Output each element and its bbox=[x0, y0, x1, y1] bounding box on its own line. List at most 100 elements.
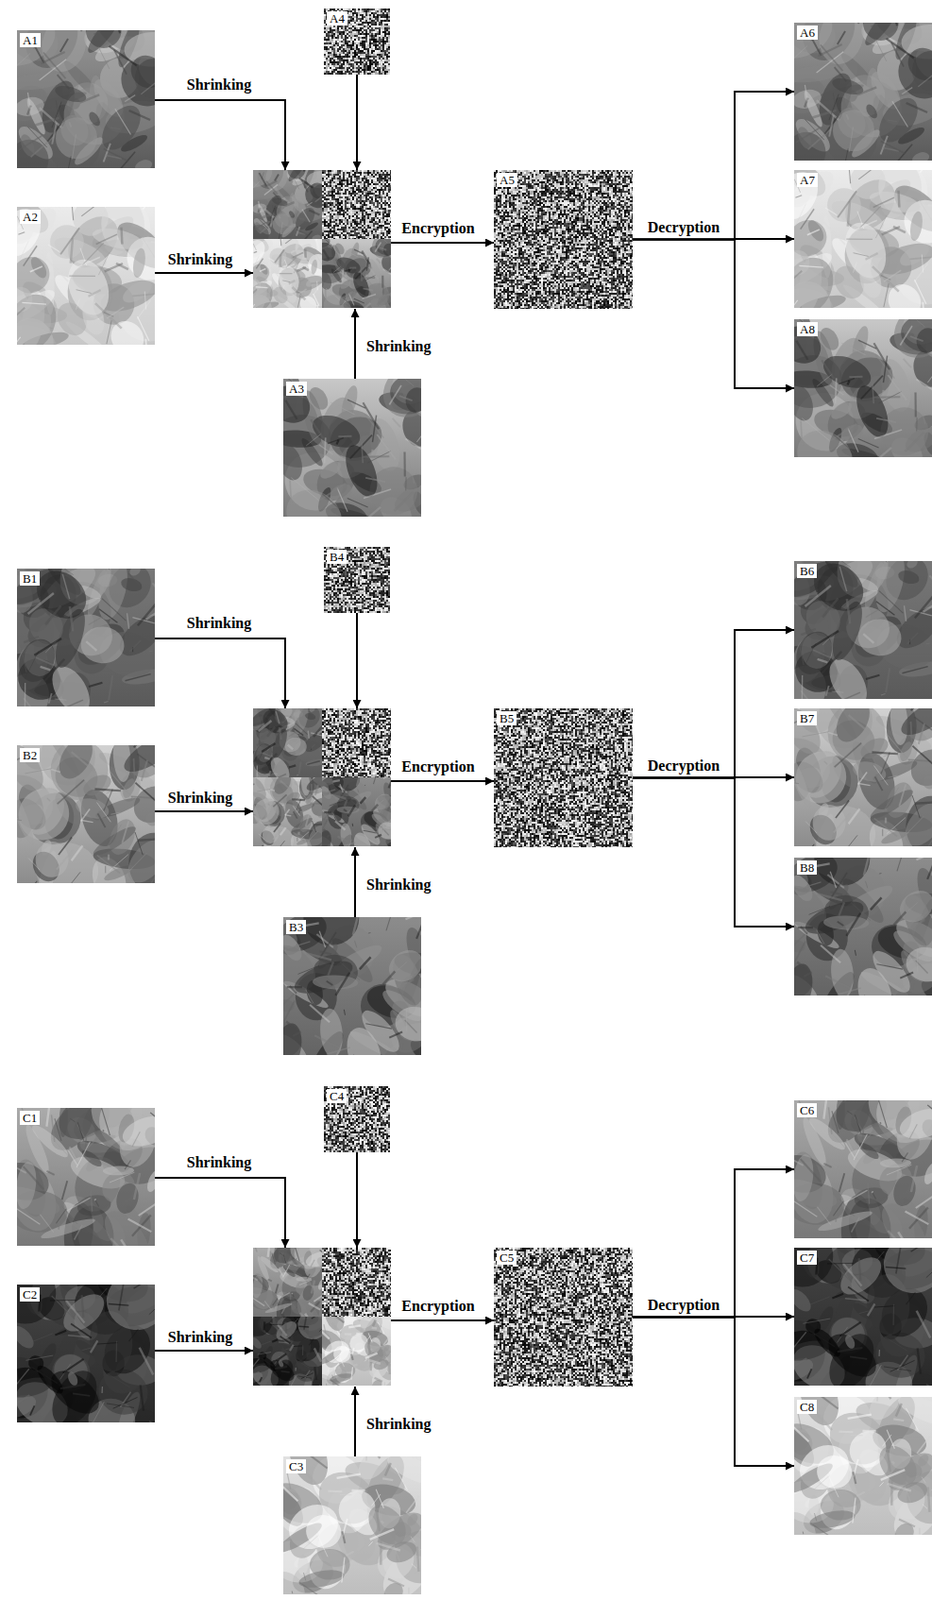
image-panel: C1 bbox=[16, 1107, 155, 1246]
image-label: C1 bbox=[19, 1110, 40, 1125]
image-panel: B6 bbox=[794, 560, 932, 699]
flow-arrow bbox=[354, 847, 356, 917]
noise-image: C4 bbox=[323, 1085, 390, 1153]
step-label: Shrinking bbox=[364, 1415, 433, 1433]
image-label: C8 bbox=[796, 1399, 817, 1414]
edge-label: Decryption bbox=[645, 757, 722, 775]
image-panel: A8 bbox=[794, 319, 932, 458]
combined-image bbox=[253, 1247, 391, 1386]
decryption-arrow bbox=[632, 91, 795, 240]
step-label: Shrinking bbox=[364, 338, 433, 356]
image-panel: A7 bbox=[794, 169, 932, 308]
image-picture bbox=[283, 1456, 422, 1594]
noise-image: A5 bbox=[493, 169, 633, 309]
image-panel: C3 bbox=[283, 1456, 422, 1594]
image-picture bbox=[16, 1107, 155, 1246]
image-label: B8 bbox=[796, 860, 817, 875]
image-label: B7 bbox=[796, 711, 817, 726]
image-panel: B7 bbox=[794, 708, 932, 847]
decryption-arrow bbox=[632, 778, 795, 928]
image-picture bbox=[794, 560, 932, 699]
decryption-arrow bbox=[632, 1169, 795, 1318]
image-picture bbox=[794, 1100, 932, 1238]
flow-arrow bbox=[355, 612, 358, 709]
flow-arrow bbox=[153, 638, 286, 709]
image-label: A8 bbox=[796, 321, 818, 337]
decryption-arrow bbox=[632, 629, 795, 779]
decryption-arrow bbox=[632, 1317, 795, 1467]
image-label: C6 bbox=[796, 1102, 817, 1118]
flow-arrow bbox=[354, 308, 356, 379]
image-picture bbox=[493, 1247, 633, 1387]
image-label: A3 bbox=[286, 381, 307, 396]
decryption-arrow bbox=[632, 239, 795, 390]
image-label: B1 bbox=[19, 571, 40, 586]
image-label: B4 bbox=[326, 549, 347, 564]
image-label: C4 bbox=[326, 1088, 347, 1103]
image-panel: C7 bbox=[794, 1247, 932, 1386]
combined-image bbox=[253, 169, 391, 308]
image-panel: B3 bbox=[283, 916, 422, 1055]
image-label: C5 bbox=[496, 1250, 517, 1265]
image-picture bbox=[16, 206, 155, 345]
image-label: B5 bbox=[496, 711, 517, 726]
image-picture bbox=[16, 745, 155, 883]
noise-image: B5 bbox=[493, 708, 633, 848]
image-panel: C8 bbox=[794, 1396, 932, 1535]
step-label: Shrinking bbox=[166, 251, 235, 269]
image-picture bbox=[283, 916, 422, 1055]
noise-image: B4 bbox=[323, 546, 390, 613]
image-panel: C6 bbox=[794, 1100, 932, 1238]
image-label: B3 bbox=[286, 919, 306, 934]
image-panel: B1 bbox=[16, 568, 155, 707]
image-picture bbox=[794, 1247, 932, 1386]
image-label: A2 bbox=[19, 209, 41, 224]
image-panel: A3 bbox=[283, 378, 422, 517]
image-panel: A6 bbox=[794, 22, 932, 161]
image-label: B2 bbox=[19, 747, 40, 763]
image-label: A1 bbox=[19, 33, 41, 48]
flow-arrow bbox=[355, 1152, 358, 1248]
image-label: C3 bbox=[286, 1458, 306, 1474]
image-picture bbox=[16, 568, 155, 707]
edge-label: Decryption bbox=[645, 1296, 722, 1314]
image-panel: A2 bbox=[16, 206, 155, 345]
image-picture bbox=[16, 30, 155, 169]
image-picture bbox=[493, 169, 633, 309]
flow-arrow bbox=[153, 1349, 254, 1352]
edge-label: Decryption bbox=[645, 219, 722, 237]
flow-arrow bbox=[355, 74, 358, 170]
step-label: Shrinking bbox=[166, 1328, 235, 1346]
image-picture bbox=[16, 1284, 155, 1423]
flow-arrow bbox=[153, 100, 286, 170]
noise-image: A4 bbox=[323, 8, 390, 75]
flow-arrow bbox=[390, 779, 494, 782]
image-picture bbox=[794, 1396, 932, 1535]
image-label: B6 bbox=[796, 563, 817, 578]
combined-image bbox=[253, 708, 391, 847]
image-picture bbox=[283, 378, 422, 517]
image-picture bbox=[794, 22, 932, 161]
image-picture bbox=[794, 169, 932, 308]
flow-arrow bbox=[390, 1319, 494, 1322]
image-picture bbox=[794, 708, 932, 847]
flow-arrow bbox=[390, 241, 494, 244]
flow-arrow bbox=[354, 1386, 356, 1457]
flow-arrow bbox=[153, 1177, 286, 1248]
step-label: Encryption bbox=[399, 1297, 476, 1315]
image-panel: B2 bbox=[16, 745, 155, 883]
step-label: Shrinking bbox=[185, 1153, 254, 1171]
flow-arrow bbox=[153, 810, 254, 813]
image-picture bbox=[493, 708, 633, 848]
step-label: Shrinking bbox=[185, 614, 254, 632]
image-picture bbox=[794, 319, 932, 458]
image-label: A6 bbox=[796, 25, 818, 40]
step-label: Encryption bbox=[399, 220, 476, 238]
image-picture bbox=[794, 857, 932, 996]
image-label: A4 bbox=[326, 11, 348, 26]
image-panel: C2 bbox=[16, 1284, 155, 1423]
noise-image: C5 bbox=[493, 1247, 633, 1387]
step-label: Encryption bbox=[399, 758, 476, 776]
step-label: Shrinking bbox=[166, 789, 235, 807]
